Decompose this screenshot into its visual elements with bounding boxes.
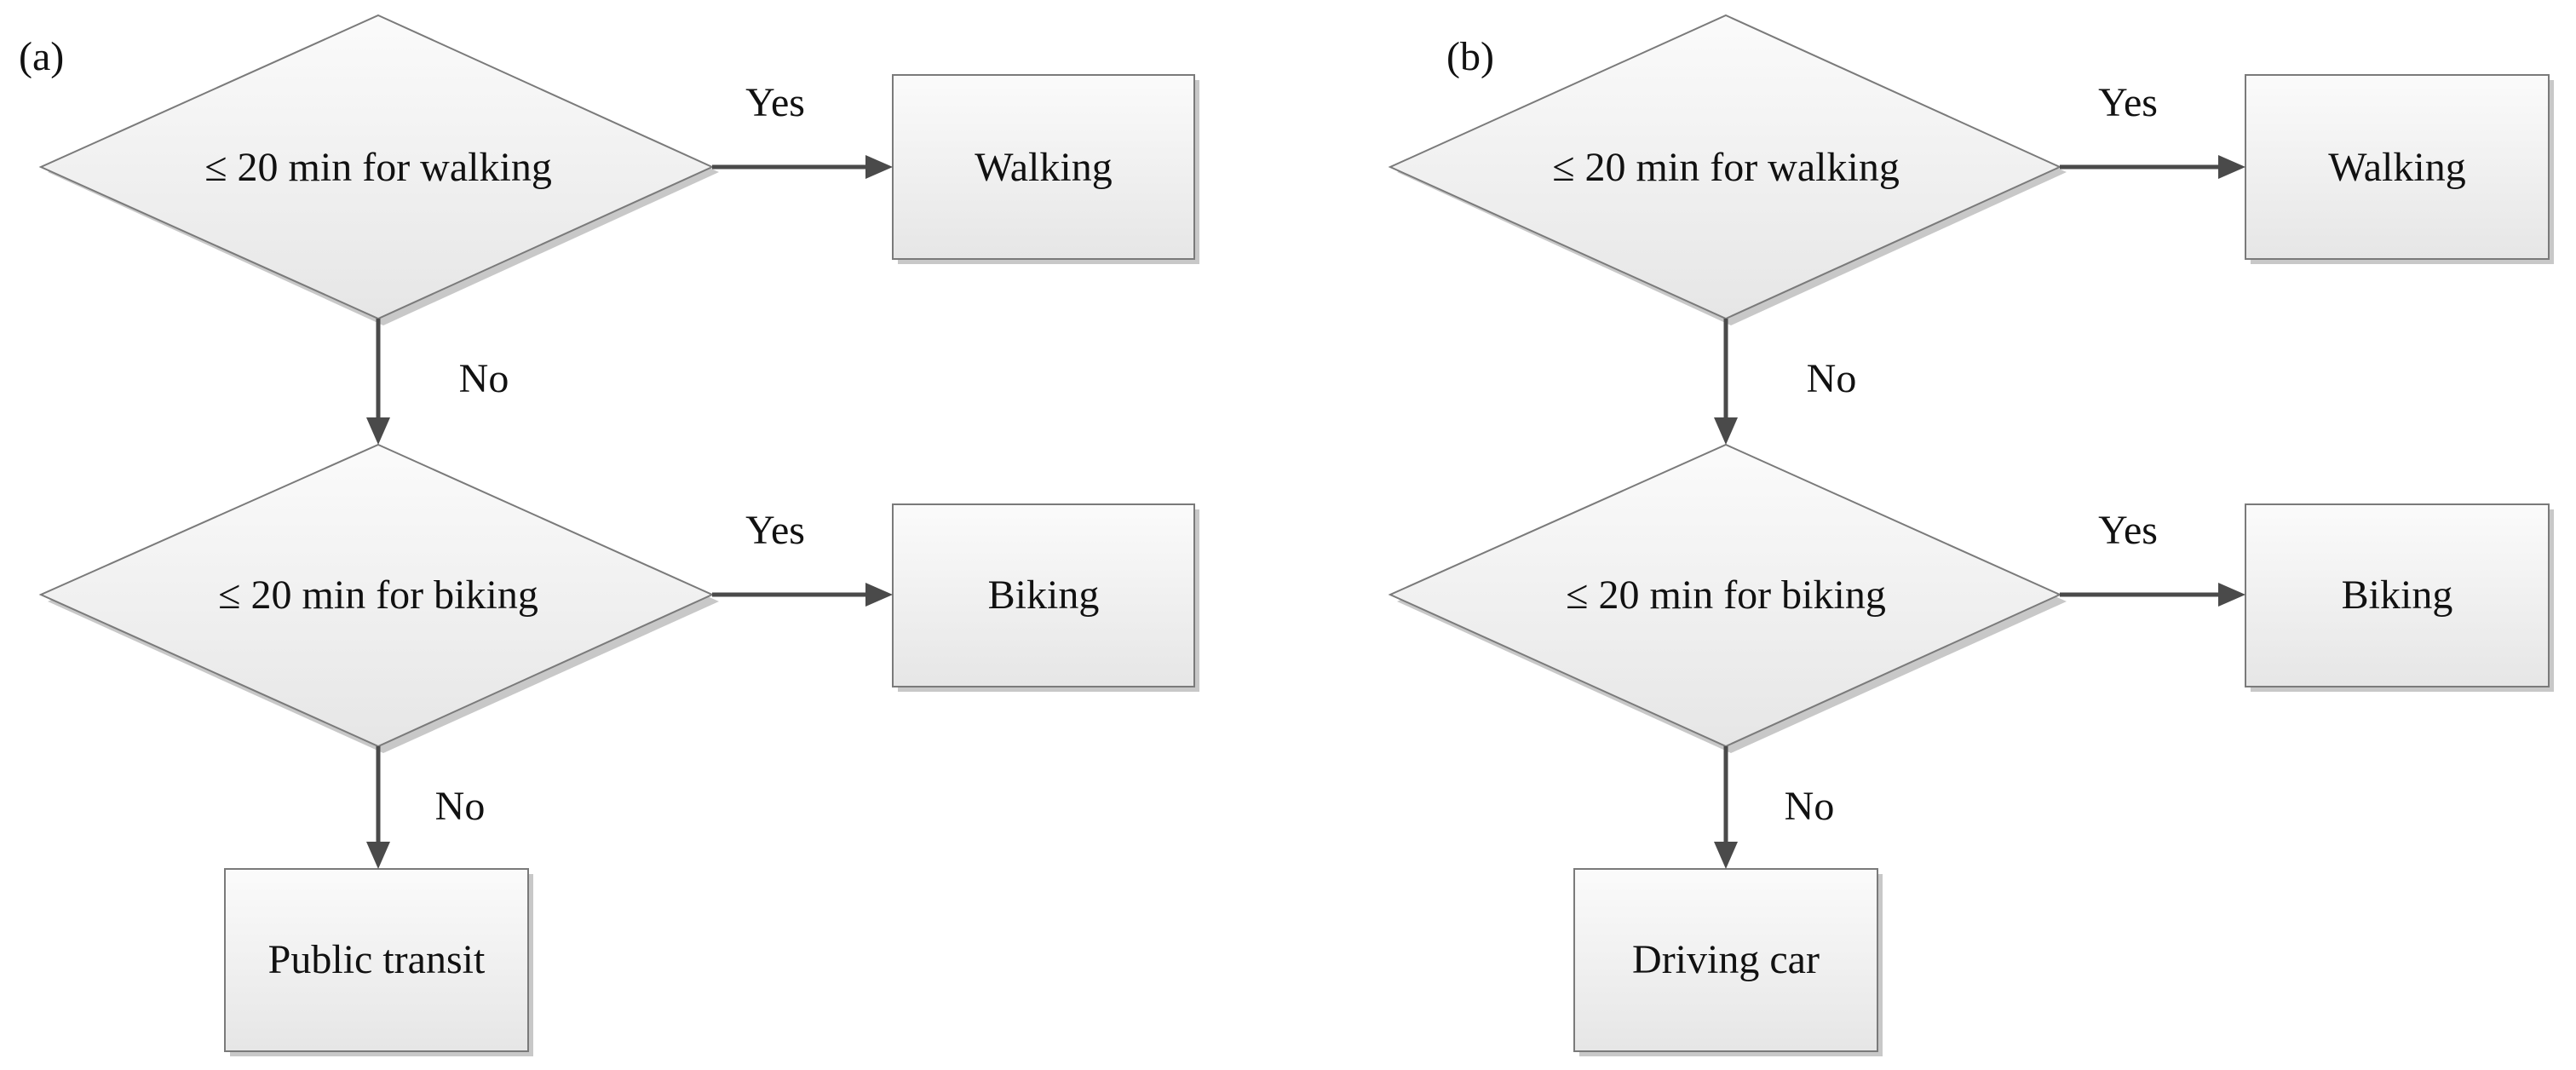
panel-a-label: (a) [19, 34, 64, 79]
panel-a-yes-label-1: Yes [745, 80, 805, 125]
panel-a-outcome-public-transit: Public transit [224, 868, 533, 1056]
panel-b-decision-biking-label: ≤ 20 min for biking [1566, 572, 1886, 618]
panel-b-yes-label-2: Yes [2098, 508, 2158, 553]
panel-b-outcome-driving-car: Driving car [1573, 868, 1883, 1056]
panel-b-outcome-walking: Walking [2245, 74, 2554, 264]
panel-b-label: (b) [1446, 34, 1494, 79]
panel-b: (b) ≤ 20 min for walking ≤ 20 min for bi… [1388, 14, 2554, 1056]
panel-a-outcome-public-transit-label: Public transit [268, 937, 486, 982]
panel-b-outcome-driving-car-label: Driving car [1632, 937, 1820, 982]
panel-a-no-label-2: No [435, 784, 486, 829]
panel-b-arrow-yes-2 [2060, 583, 2245, 607]
panel-a-arrow-yes-2 [712, 583, 893, 607]
panel-a: (a) ≤ 20 min for walking ≤ 20 min for bi… [19, 14, 1199, 1056]
panel-b-arrow-yes-1 [2060, 155, 2245, 179]
panel-b-decision-walking-label: ≤ 20 min for walking [1552, 145, 1900, 190]
panel-a-arrow-yes-1 [712, 155, 893, 179]
panel-b-no-label-1: No [1807, 356, 1857, 401]
panel-a-arrow-no-2 [366, 746, 390, 869]
panel-a-outcome-walking: Walking [892, 74, 1199, 264]
panel-a-no-label-1: No [459, 356, 509, 401]
panel-a-decision-biking: ≤ 20 min for biking [38, 443, 719, 753]
panel-b-outcome-biking: Biking [2245, 503, 2554, 692]
panel-b-outcome-walking-label: Walking [2328, 145, 2465, 190]
panel-a-outcome-biking-label: Biking [988, 572, 1100, 618]
panel-b-decision-biking: ≤ 20 min for biking [1388, 443, 2067, 753]
panel-b-arrow-no-1 [1714, 319, 1738, 445]
panel-b-decision-walking: ≤ 20 min for walking [1388, 14, 2067, 325]
panel-a-yes-label-2: Yes [745, 508, 805, 553]
panel-b-no-label-2: No [1785, 784, 1835, 829]
panel-a-outcome-biking: Biking [892, 503, 1199, 692]
panel-a-decision-walking: ≤ 20 min for walking [38, 14, 719, 325]
panel-b-outcome-biking-label: Biking [2342, 572, 2453, 618]
panel-b-arrow-no-2 [1714, 746, 1738, 869]
panel-a-decision-biking-label: ≤ 20 min for biking [218, 572, 538, 618]
panel-a-decision-walking-label: ≤ 20 min for walking [204, 145, 552, 190]
panel-a-outcome-walking-label: Walking [975, 145, 1112, 190]
panel-a-arrow-no-1 [366, 319, 390, 445]
panel-b-yes-label-1: Yes [2098, 80, 2158, 125]
